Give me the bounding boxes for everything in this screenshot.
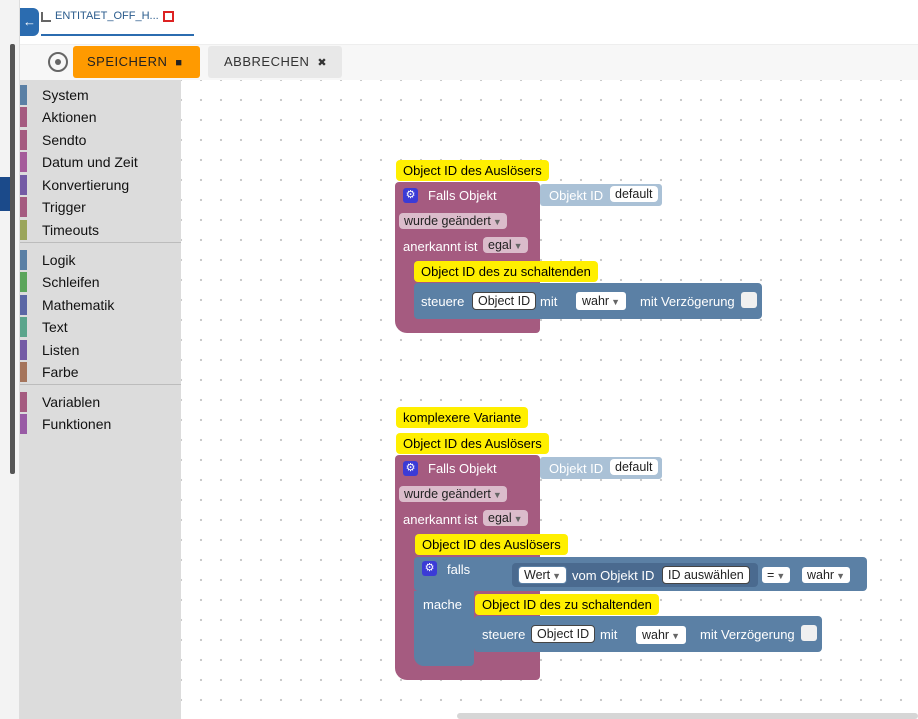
category-color-swatch <box>20 392 27 412</box>
category-color-swatch <box>20 250 27 270</box>
objekt-id-label-2: Objekt ID <box>549 461 604 476</box>
script-tab[interactable]: ENTITAET_OFF_H... <box>41 6 194 36</box>
objekt-id-value-2[interactable]: default <box>610 459 658 475</box>
object-id-field[interactable]: Object ID <box>472 292 537 310</box>
objekt-id-label: Objekt ID <box>549 188 604 203</box>
category-mathematik[interactable]: Mathematik <box>20 293 181 315</box>
dropdown-arrow-icon: ▼ <box>552 571 562 581</box>
dropdown-arrow-icon: ▼ <box>513 241 523 251</box>
category-konvertierung[interactable]: Konvertierung <box>20 173 181 195</box>
falls-objekt-label: Falls Objekt <box>428 188 497 203</box>
category-color-swatch <box>20 107 27 127</box>
gear-icon[interactable]: ⚙ <box>403 188 418 203</box>
category-color-swatch <box>20 197 27 217</box>
tab-title: ENTITAET_OFF_H... <box>55 10 159 22</box>
anerkannt-label: anerkannt ist <box>403 239 478 254</box>
category-trigger[interactable]: Trigger <box>20 195 181 217</box>
save-button[interactable]: SPEICHERN ■ <box>73 46 200 78</box>
cancel-x-icon: ✖ <box>317 57 328 69</box>
dropdown-arrow-icon: ▼ <box>611 297 621 307</box>
category-timeouts[interactable]: Timeouts <box>20 218 181 240</box>
mit-label: mit <box>540 294 558 309</box>
category-schleifen[interactable]: Schleifen <box>20 270 181 292</box>
equals-dropdown[interactable]: =▼ <box>761 566 792 584</box>
wurde-geaendert-dropdown[interactable]: wurde geändert▼ <box>399 213 507 229</box>
dropdown-arrow-icon: ▼ <box>492 217 502 227</box>
block-category-list: System Aktionen Sendto Datum und Zeit Ko… <box>20 80 181 719</box>
mit-verzoegerung-label: mit Verzögerung <box>640 294 735 309</box>
comment-target[interactable]: Object ID des zu schaltenden <box>414 261 598 282</box>
dropdown-arrow-icon: ▼ <box>776 571 786 581</box>
steuere-label: steuere <box>421 294 465 309</box>
falls-label: falls <box>447 562 471 577</box>
category-color-swatch <box>20 220 27 240</box>
category-system[interactable]: System <box>20 83 181 105</box>
anerkannt-label-2: anerkannt ist <box>403 512 478 527</box>
category-listen[interactable]: Listen <box>20 338 181 360</box>
category-color-swatch <box>20 85 27 105</box>
comment-target-2[interactable]: Object ID des zu schaltenden <box>475 594 659 615</box>
comment-if[interactable]: Object ID des Auslösers <box>415 534 568 555</box>
wahr-dropdown-2[interactable]: wahr▼ <box>635 625 688 645</box>
category-divider <box>20 242 181 243</box>
wert-dropdown[interactable]: Wert▼ <box>518 566 568 584</box>
objekt-id-value[interactable]: default <box>610 186 658 202</box>
category-color-swatch <box>20 295 27 315</box>
comment-variant[interactable]: komplexere Variante <box>396 407 529 428</box>
cancel-label: ABBRECHEN <box>224 54 310 69</box>
mit-verzoegerung-label-2: mit Verzögerung <box>700 627 795 642</box>
wahr-dropdown[interactable]: wahr▼ <box>575 291 628 311</box>
verzoegerung-checkbox-2[interactable] <box>801 625 817 641</box>
category-aktionen[interactable]: Aktionen <box>20 105 181 127</box>
category-datum-und-zeit[interactable]: Datum und Zeit <box>20 150 181 172</box>
object-id-field-2[interactable]: Object ID <box>531 625 596 643</box>
wurde-geaendert-dropdown-2[interactable]: wurde geändert▼ <box>399 486 507 502</box>
dropdown-arrow-icon: ▼ <box>492 490 502 500</box>
save-label: SPEICHERN <box>87 54 168 69</box>
egal-dropdown[interactable]: egal▼ <box>483 237 528 253</box>
close-icon[interactable] <box>162 11 174 22</box>
wahr-compare-dropdown[interactable]: wahr▼ <box>801 566 852 584</box>
category-color-swatch <box>20 175 27 195</box>
category-variablen[interactable]: Variablen <box>20 390 181 412</box>
category-color-swatch <box>20 317 27 337</box>
script-icon <box>41 12 51 22</box>
category-sendto[interactable]: Sendto <box>20 128 181 150</box>
steuere-label-2: steuere <box>482 627 526 642</box>
category-divider <box>20 384 181 385</box>
back-arrow-icon[interactable]: ← <box>20 8 39 36</box>
dropdown-arrow-icon: ▼ <box>671 631 681 641</box>
egal-dropdown-2[interactable]: egal▼ <box>483 510 528 526</box>
mache-label: mache <box>423 597 463 612</box>
category-color-swatch <box>20 130 27 150</box>
falls-objekt-label-2: Falls Objekt <box>428 461 497 476</box>
comment-trigger-2[interactable]: Object ID des Auslösers <box>396 433 549 454</box>
category-color-swatch <box>20 340 27 360</box>
gear-icon[interactable]: ⚙ <box>422 561 437 576</box>
category-color-swatch <box>20 152 27 172</box>
save-disk-icon: ■ <box>175 57 183 69</box>
horizontal-scrollbar[interactable] <box>457 713 918 719</box>
gear-icon[interactable]: ⚙ <box>403 461 418 476</box>
if-block-body[interactable] <box>414 591 474 666</box>
target-icon[interactable] <box>48 52 68 72</box>
category-funktionen[interactable]: Funktionen <box>20 412 181 434</box>
vom-objekt-id-label: vom Objekt ID <box>572 568 655 583</box>
category-text[interactable]: Text <box>20 315 181 337</box>
dropdown-arrow-icon: ▼ <box>836 571 846 581</box>
vertical-scrollbar[interactable] <box>10 44 15 474</box>
category-color-swatch <box>20 272 27 292</box>
category-logik[interactable]: Logik <box>20 248 181 270</box>
side-marker <box>0 177 10 211</box>
comment-trigger[interactable]: Object ID des Auslösers <box>396 160 549 181</box>
category-farbe[interactable]: Farbe <box>20 360 181 382</box>
category-color-swatch <box>20 414 27 434</box>
left-strip <box>0 0 20 719</box>
cancel-button[interactable]: ABBRECHEN ✖ <box>208 46 342 78</box>
dropdown-arrow-icon: ▼ <box>513 514 523 524</box>
mit-label-2: mit <box>600 627 618 642</box>
id-auswaehlen-field[interactable]: ID auswählen <box>662 566 750 584</box>
category-color-swatch <box>20 362 27 382</box>
verzoegerung-checkbox[interactable] <box>741 292 757 308</box>
